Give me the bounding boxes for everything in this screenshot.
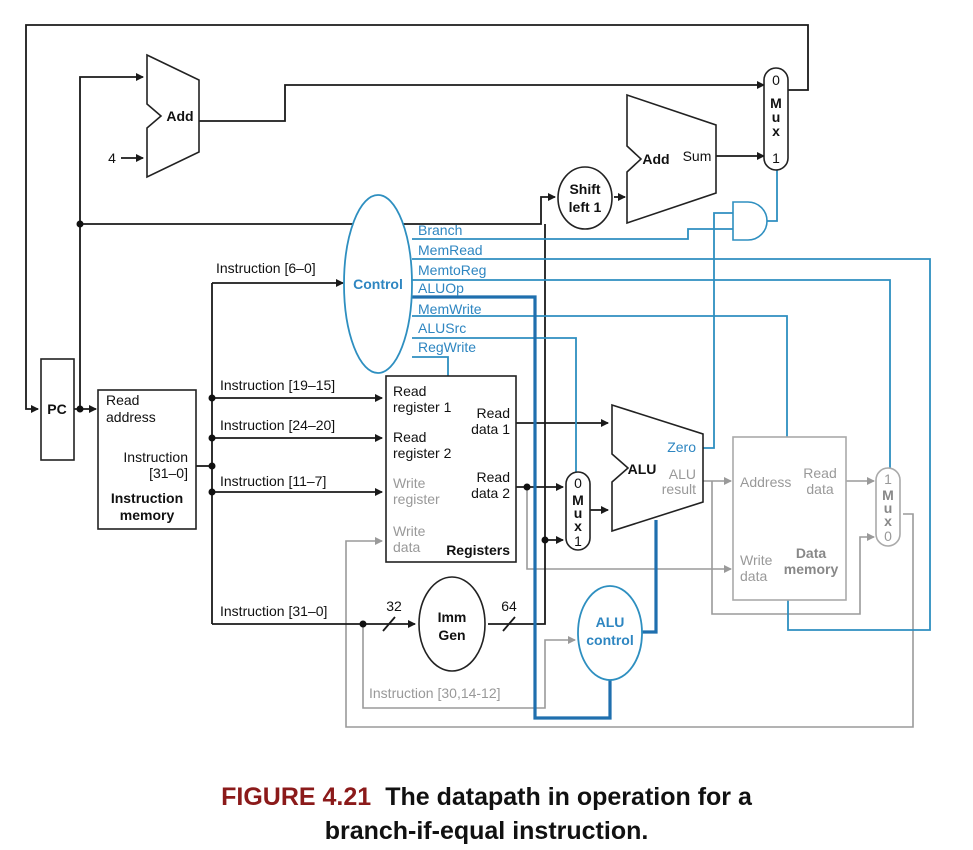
control-label: Control [353, 276, 403, 292]
figure-number: FIGURE 4.21 [221, 783, 372, 811]
alu-mux-u: u [574, 505, 583, 521]
pc-adder [146, 53, 200, 179]
register-file [385, 375, 517, 563]
alu [611, 403, 704, 533]
imm-gen-unit [418, 576, 486, 672]
imem-instr-line2: [31–0] [149, 465, 188, 481]
caption-text-line1: The datapath in operation for a [385, 783, 752, 811]
dmem-read-line1: Read [803, 465, 836, 481]
signal-memread: MemRead [418, 242, 483, 258]
reg-write-reg-line2: register [393, 491, 440, 507]
alu-control-line2: control [586, 632, 633, 648]
field-24-20: Instruction [24–20] [220, 417, 335, 433]
control-signal-labels: Branch MemRead MemtoReg ALUOp MemWrite A… [418, 222, 486, 355]
instruction-memory [97, 389, 197, 530]
reg-write-data-line1: Write [393, 523, 426, 539]
mem-to-reg-mux [875, 467, 901, 547]
reg-write-data-line2: data [393, 539, 420, 555]
alu-mux-in1: 1 [574, 533, 582, 549]
signal-regwrite: RegWrite [418, 339, 476, 355]
pc-mux-x: x [772, 123, 780, 139]
branch-adder [626, 93, 717, 225]
imem-instr-line1: Instruction [123, 449, 188, 465]
imm-gen-line1: Imm [438, 609, 467, 625]
registers-title: Registers [446, 542, 510, 558]
pc-mux-u: u [772, 109, 781, 125]
sum-label: Sum [683, 148, 712, 164]
dmem-write-line2: data [740, 568, 767, 584]
pc-mux-m: M [770, 95, 782, 111]
alu-mux-in0: 0 [574, 475, 582, 491]
pc-adder-label: Add [166, 108, 193, 124]
alu-mux-m: M [572, 492, 584, 508]
dmem-read-line2: data [806, 481, 833, 497]
pc-source-mux [763, 67, 789, 171]
dmem-write-line1: Write [740, 552, 773, 568]
figure-caption: FIGURE 4.21 The datapath in operation for… [0, 780, 973, 848]
imem-read-line2: address [106, 409, 156, 425]
caption-line1: FIGURE 4.21 The datapath in operation for… [0, 780, 973, 814]
alu-result-line1: ALU [669, 466, 696, 482]
alu-result-line2: result [662, 481, 696, 497]
signal-memtoreg: MemtoReg [418, 262, 486, 278]
reg-read1-line1: Read [393, 383, 426, 399]
black-paths [25, 24, 809, 632]
alu-control-unit [577, 585, 643, 681]
shift-left-unit [557, 166, 613, 230]
shift-left-line1: Shift [569, 181, 600, 197]
pc-register [40, 358, 75, 461]
control-paths [412, 170, 931, 720]
reg-write-reg-line1: Write [393, 475, 426, 491]
alu-mux-x: x [574, 518, 582, 534]
constant-four: 4 [108, 150, 116, 166]
field-31-0: Instruction [31–0] [220, 603, 327, 619]
imem-read-line1: Read [106, 392, 139, 408]
reg-rd2-line1: Read [477, 469, 510, 485]
mem-mux-u: u [884, 500, 893, 516]
mem-mux-x: x [884, 513, 892, 529]
imem-title-line2: memory [120, 507, 175, 523]
bus-width-in: 32 [386, 598, 402, 614]
caption-text-line2: branch-if-equal instruction. [324, 817, 649, 845]
field-30-14-12: Instruction [30,14-12] [369, 685, 501, 701]
mem-mux-in0: 0 [884, 528, 892, 544]
pc-label: PC [47, 401, 66, 417]
reg-read2-line1: Read [393, 429, 426, 445]
field-11-7: Instruction [11–7] [220, 473, 326, 489]
signal-alusrc: ALUSrc [418, 320, 466, 336]
branch-adder-label: Add [642, 151, 669, 167]
reg-read2-line2: register 2 [393, 445, 452, 461]
alu-src-mux [565, 471, 591, 551]
signal-branch: Branch [418, 222, 462, 238]
imem-title-line1: Instruction [111, 490, 183, 506]
reg-rd1-line2: data 1 [471, 421, 510, 437]
alu-label: ALU [628, 461, 657, 477]
reg-rd1-line1: Read [477, 405, 510, 421]
inactive-paths [345, 477, 914, 728]
field-6-0: Instruction [6–0] [216, 260, 316, 276]
dmem-title-line2: memory [784, 561, 839, 577]
signal-memwrite: MemWrite [418, 301, 482, 317]
control-unit [343, 194, 413, 374]
reg-read1-line2: register 1 [393, 399, 452, 415]
field-19-15: Instruction [19–15] [220, 377, 335, 393]
data-memory [732, 436, 847, 601]
alu-control-line1: ALU [596, 614, 625, 630]
bus-width-out: 64 [501, 598, 517, 614]
pc-mux-in1: 1 [772, 150, 780, 166]
mem-mux-in1: 1 [884, 471, 892, 487]
dmem-address: Address [740, 474, 791, 490]
branch-and-gate [732, 201, 768, 241]
pc-mux-in0: 0 [772, 72, 780, 88]
alu-zero-label: Zero [667, 439, 696, 455]
shift-left-line2: left 1 [569, 199, 602, 215]
mem-mux-m: M [882, 487, 894, 503]
dmem-title-line1: Data [796, 545, 827, 561]
signal-aluop: ALUOp [418, 280, 464, 296]
reg-rd2-line2: data 2 [471, 485, 510, 501]
datapath-diagram: PC Add 4 Add Sum Shift left 1 0 M u x 1 … [25, 24, 931, 728]
imm-gen-line2: Gen [438, 627, 465, 643]
